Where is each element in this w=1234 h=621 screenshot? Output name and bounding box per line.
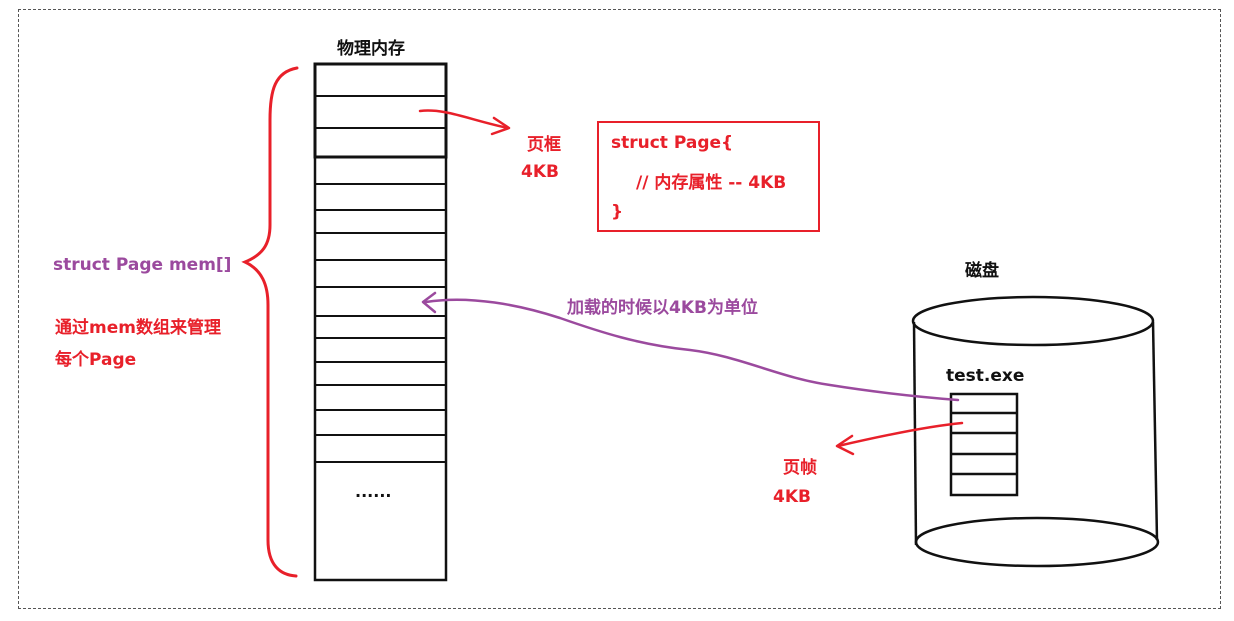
mem-note-line2: 每个Page: [55, 350, 137, 370]
load-arrowhead: [421, 291, 437, 314]
load-arrow: [424, 298, 960, 402]
struct-line-2: // 内存属性 -- 4KB: [636, 173, 787, 193]
page-unit-label: 页帧: [783, 458, 817, 478]
memory-ellipsis: ......: [355, 482, 392, 501]
page-frame-arrow: [418, 109, 510, 130]
physical-memory-title: 物理内存: [337, 39, 405, 59]
page-unit-size: 4KB: [773, 487, 811, 507]
diagram-frame: [18, 9, 1221, 609]
struct-page-box: struct Page{ // 内存属性 -- 4KB }: [597, 121, 820, 232]
disk-cylinder: [911, 295, 1160, 568]
load-note: 加载的时候以4KB为单位: [567, 298, 758, 318]
array-label: struct Page mem[]: [53, 255, 232, 275]
page-frame-label: 页框: [527, 135, 561, 155]
physical-memory-column: [313, 62, 448, 582]
file-blocks: [949, 392, 1019, 497]
left-brace: [241, 66, 299, 578]
page-frame-size: 4KB: [521, 162, 559, 182]
disk-title: 磁盘: [965, 261, 999, 281]
struct-line-1: struct Page{: [611, 133, 734, 153]
struct-line-3: }: [611, 202, 624, 222]
page-unit-arrow: [836, 421, 964, 448]
file-name: test.exe: [946, 366, 1025, 386]
page-frame-arrowhead: [490, 116, 511, 136]
mem-note-line1: 通过mem数组来管理: [55, 318, 221, 338]
page-unit-arrowhead: [835, 434, 855, 456]
